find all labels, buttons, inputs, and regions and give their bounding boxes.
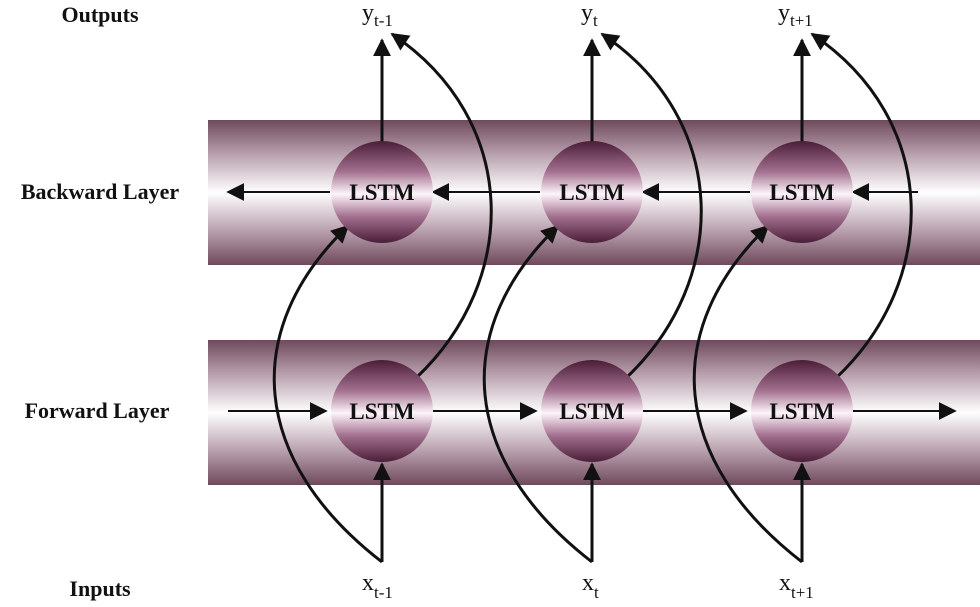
lstm-node <box>541 141 643 243</box>
input-label-1: xt-1 <box>362 570 393 602</box>
vertical-connections <box>373 38 811 562</box>
input-to-backward-2 <box>482 224 593 564</box>
input-to-backward-3 <box>692 224 803 564</box>
lstm-node <box>751 360 853 462</box>
lstm-label: LSTM <box>769 180 834 205</box>
backward-layer-label: Backward Layer <box>21 179 180 204</box>
output-label-1: yt-1 <box>362 0 393 30</box>
forward-cell-1: LSTM <box>331 360 433 462</box>
backward-cell-2: LSTM <box>541 141 643 243</box>
inputs-label: Inputs <box>69 576 131 601</box>
lstm-label: LSTM <box>349 399 414 424</box>
lstm-node <box>331 360 433 462</box>
output-label-3: yt+1 <box>778 0 813 30</box>
input-label-2: xt <box>582 570 599 602</box>
forward-to-output-1 <box>390 32 493 380</box>
lstm-label: LSTM <box>559 180 624 205</box>
backward-cell-3: LSTM <box>751 141 853 243</box>
lstm-node <box>331 141 433 243</box>
curved-connections <box>272 32 913 564</box>
lstm-node <box>541 360 643 462</box>
lstm-label: LSTM <box>769 399 834 424</box>
forward-to-output-3 <box>810 32 913 380</box>
input-label-3: xt+1 <box>779 570 814 602</box>
backward-cell-1: LSTM <box>331 141 433 243</box>
forward-layer-label: Forward Layer <box>25 398 170 423</box>
forward-cell-3: LSTM <box>751 360 853 462</box>
lstm-node <box>751 141 853 243</box>
lstm-label: LSTM <box>349 180 414 205</box>
lstm-label: LSTM <box>559 399 624 424</box>
output-label-2: yt <box>581 0 598 30</box>
input-to-backward-1 <box>272 224 383 564</box>
forward-cell-2: LSTM <box>541 360 643 462</box>
forward-to-output-2 <box>600 32 703 380</box>
outputs-label: Outputs <box>61 2 138 27</box>
